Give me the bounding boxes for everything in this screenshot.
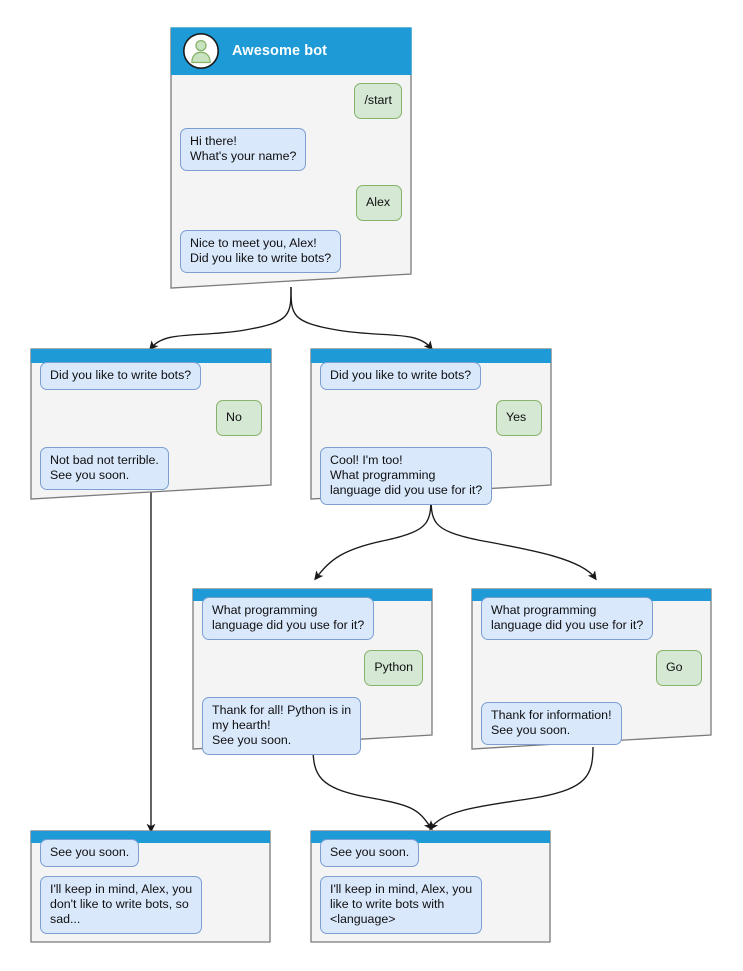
card-start[interactable]: Awesome bot /start Hi there! What's your… <box>170 27 412 289</box>
card-yes-branch-messages: Did you like to write bots? Yes Cool! I'… <box>310 362 552 514</box>
message-row: Thank for information! See you soon. <box>481 702 702 745</box>
bot-message-bubble[interactable]: Not bad not terrible. See you soon. <box>40 447 169 490</box>
edge-go-to-end-yes <box>429 746 594 831</box>
bot-message-bubble[interactable]: Did you like to write bots? <box>320 362 482 390</box>
message-row: Go <box>481 650 702 686</box>
card-end-yes-messages: See you soon. I'll keep in mind, Alex, y… <box>310 839 551 943</box>
card-start-header: Awesome bot <box>182 27 327 75</box>
user-message-bubble[interactable]: /start <box>354 83 402 119</box>
card-end-no-messages: See you soon. I'll keep in mind, Alex, y… <box>30 839 271 943</box>
bot-message-bubble[interactable]: Nice to meet you, Alex! Did you like to … <box>180 230 342 273</box>
bot-message-bubble[interactable]: What programming language did you use fo… <box>481 597 654 640</box>
message-row: What programming language did you use fo… <box>202 597 423 640</box>
edge-start-to-no <box>149 286 292 351</box>
edge-start-to-yes <box>290 286 433 351</box>
message-row: What programming language did you use fo… <box>481 597 702 640</box>
user-message-bubble[interactable]: Alex <box>356 185 402 221</box>
card-no-branch-messages: Did you like to write bots? No Not bad n… <box>30 362 272 499</box>
bot-message-bubble[interactable]: Cool! I'm too! What programming language… <box>320 447 493 505</box>
card-no-branch[interactable]: Did you like to write bots? No Not bad n… <box>30 348 272 500</box>
bot-message-bubble[interactable]: Hi there! What's your name? <box>180 128 307 171</box>
message-row: See you soon. <box>320 839 541 867</box>
card-end-no[interactable]: See you soon. I'll keep in mind, Alex, y… <box>30 830 271 943</box>
message-row: Nice to meet you, Alex! Did you like to … <box>180 230 402 273</box>
bot-message-bubble[interactable]: I'll keep in mind, Alex, you like to wri… <box>320 876 483 934</box>
message-row: Python <box>202 650 423 686</box>
bot-message-bubble[interactable]: Thank for information! See you soon. <box>481 702 622 745</box>
user-message-bubble[interactable]: Yes <box>496 400 542 436</box>
bot-message-bubble[interactable]: See you soon. <box>320 839 420 867</box>
card-go-branch-messages: What programming language did you use fo… <box>471 597 712 754</box>
bot-message-bubble[interactable]: Did you like to write bots? <box>40 362 202 390</box>
message-row: No <box>40 400 262 436</box>
message-row: Did you like to write bots? <box>40 362 262 390</box>
card-start-messages: /start Hi there! What's your name? Alex … <box>170 83 412 282</box>
card-end-yes[interactable]: See you soon. I'll keep in mind, Alex, y… <box>310 830 551 943</box>
message-row: Cool! I'm too! What programming language… <box>320 447 542 505</box>
message-row: Thank for all! Python is in my hearth! S… <box>202 697 423 755</box>
card-yes-branch[interactable]: Did you like to write bots? Yes Cool! I'… <box>310 348 552 505</box>
message-row: Did you like to write bots? <box>320 362 542 390</box>
card-start-title-text: Awesome bot <box>232 43 328 59</box>
user-message-bubble[interactable]: No <box>216 400 262 436</box>
message-row: See you soon. <box>40 839 261 867</box>
message-row: I'll keep in mind, Alex, you like to wri… <box>320 876 541 934</box>
bot-message-bubble[interactable]: See you soon. <box>40 839 140 867</box>
bot-message-bubble[interactable]: I'll keep in mind, Alex, you don't like … <box>40 876 203 934</box>
message-row: Alex <box>180 185 402 221</box>
user-message-bubble[interactable]: Python <box>364 650 423 686</box>
card-go-branch[interactable]: What programming language did you use fo… <box>471 588 712 750</box>
bot-message-bubble[interactable]: What programming language did you use fo… <box>202 597 375 640</box>
person-avatar-icon <box>182 32 220 70</box>
bot-message-bubble[interactable]: Thank for all! Python is in my hearth! S… <box>202 697 362 755</box>
card-python-branch-messages: What programming language did you use fo… <box>192 597 433 764</box>
message-row: /start <box>180 83 402 119</box>
message-row: Yes <box>320 400 542 436</box>
message-row: I'll keep in mind, Alex, you don't like … <box>40 876 261 934</box>
user-message-bubble[interactable]: Go <box>656 650 702 686</box>
card-python-branch[interactable]: What programming language did you use fo… <box>192 588 433 755</box>
message-row: Hi there! What's your name? <box>180 128 402 171</box>
message-row: Not bad not terrible. See you soon. <box>40 447 262 490</box>
